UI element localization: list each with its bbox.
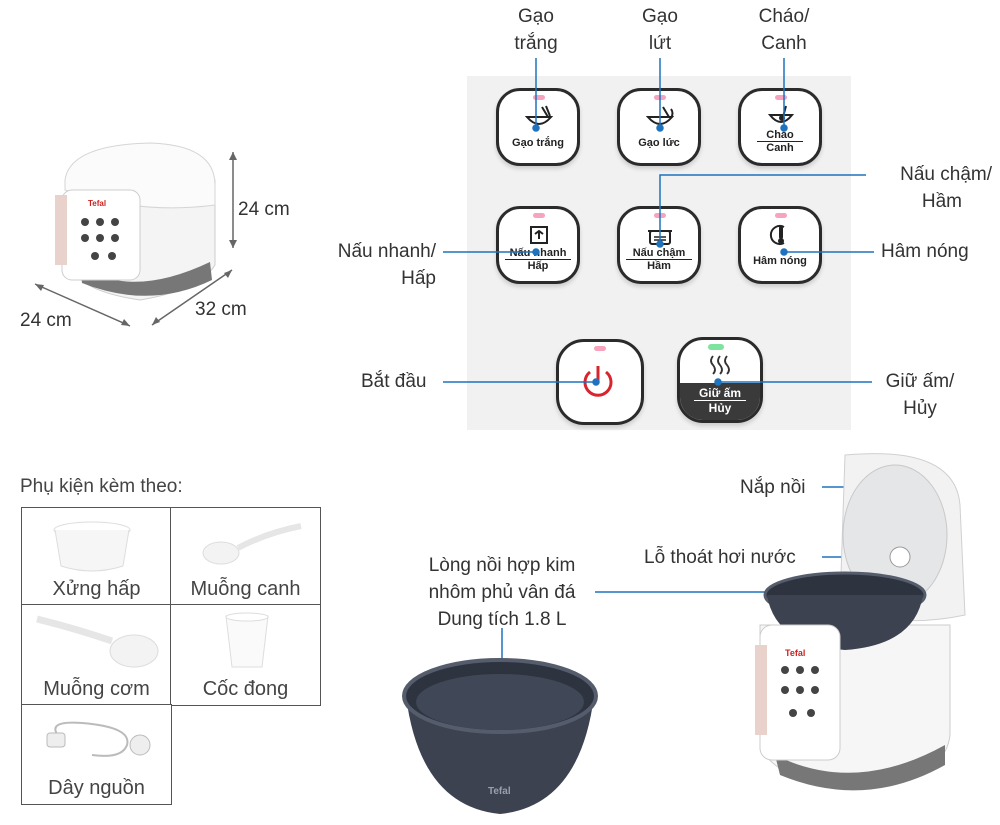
accessory-soup-ladle: Muỗng canh bbox=[170, 507, 321, 606]
steamer-icon bbox=[530, 226, 548, 244]
inner-pot-capacity: Dung tích 1.8 L bbox=[437, 609, 567, 630]
measuring-cup-icon bbox=[225, 612, 269, 668]
keep-warm-button-label-line2: Hủy bbox=[708, 401, 732, 415]
label-white-rice-line1: Gạo bbox=[518, 6, 554, 27]
accessories-title: Phụ kiện kèm theo: bbox=[20, 476, 183, 497]
label-slow-cook-line2: Hầm bbox=[921, 191, 962, 212]
slow-cook-button-label: Nấu chậm Hầm bbox=[620, 247, 698, 272]
porridge-button-label: Cháo Canh bbox=[741, 129, 819, 154]
quick-cook-button-label-line1: Nấu nhanh bbox=[505, 247, 571, 260]
slow-cook-button[interactable]: Nấu chậm Hầm bbox=[617, 206, 701, 284]
quick-cook-button-label: Nấu nhanh Hấp bbox=[499, 247, 577, 272]
inner-pot-line2: nhôm phủ vân đá bbox=[428, 582, 576, 603]
pot-steam-icon bbox=[648, 230, 672, 245]
quick-cook-button[interactable]: Nấu nhanh Hấp bbox=[496, 206, 580, 284]
accessory-name: Muỗng canh bbox=[190, 578, 301, 600]
start-button[interactable] bbox=[556, 339, 644, 425]
led-indicator bbox=[775, 95, 787, 100]
accessory-steamer-tray: Xửng hấp bbox=[21, 507, 172, 606]
led-indicator bbox=[654, 213, 666, 218]
label-slow-cook-line1: Nấu chậm/ bbox=[900, 164, 992, 185]
label-porridge-line2: Canh bbox=[761, 33, 807, 54]
label-keep-warm: Giữ ấm/ Hủy bbox=[880, 368, 960, 422]
label-brown-rice: Gạo lứt bbox=[630, 3, 690, 57]
brand-badge-small: Tefal bbox=[88, 199, 107, 208]
accessory-rice-paddle: Muỗng cơm bbox=[21, 604, 172, 706]
thermometer-icon bbox=[769, 225, 785, 245]
label-white-rice: Gạo trắng bbox=[506, 3, 566, 57]
accessory-name: Cốc đong bbox=[202, 678, 289, 700]
power-cord-icon bbox=[46, 721, 151, 757]
depth-dimension: 24 cm bbox=[20, 310, 72, 331]
label-brown-rice-line2: lứt bbox=[648, 33, 672, 54]
label-steam-vent: Lỗ thoát hơi nước bbox=[644, 547, 796, 568]
keep-warm-button-label-line1: Giữ ấm bbox=[694, 386, 746, 401]
brown-rice-button-label: Gạo lức bbox=[638, 137, 680, 149]
accessory-name: Xửng hấp bbox=[52, 578, 141, 600]
keep-warm-cancel-button[interactable]: Giữ ấm Hủy bbox=[677, 337, 763, 423]
led-indicator bbox=[533, 213, 545, 218]
slow-cook-button-label-line2: Hầm bbox=[647, 260, 671, 272]
label-quick-cook-line2: Hấp bbox=[401, 268, 436, 289]
brown-rice-button[interactable]: Gạo lức bbox=[617, 88, 701, 166]
soup-ladle-icon bbox=[767, 105, 795, 123]
rice-paddle-icon bbox=[36, 615, 159, 668]
white-rice-button-label: Gạo trắng bbox=[512, 137, 564, 149]
accessory-power-cord: Dây nguồn bbox=[21, 704, 172, 805]
label-keep-warm-line2: Hủy bbox=[903, 398, 937, 419]
quick-cook-button-label-line2: Hấp bbox=[527, 260, 549, 272]
label-quick-cook: Nấu nhanh/ Hấp bbox=[300, 238, 436, 292]
cooker-front-drawing bbox=[34, 142, 237, 327]
steamer-tray-icon bbox=[53, 521, 131, 572]
keep-warm-button-label: Giữ ấm Hủy bbox=[680, 383, 760, 420]
soup-ladle-icon bbox=[202, 523, 302, 565]
porridge-button[interactable]: Cháo Canh bbox=[738, 88, 822, 166]
label-porridge-line1: Cháo/ bbox=[758, 6, 810, 27]
label-brown-rice-line1: Gạo bbox=[642, 6, 678, 27]
porridge-button-label-line1: Cháo bbox=[757, 129, 803, 142]
accessory-measuring-cup: Cốc đong bbox=[170, 604, 321, 706]
width-dimension: 32 cm bbox=[195, 299, 247, 320]
label-quick-cook-line1: Nấu nhanh/ bbox=[337, 241, 436, 262]
label-slow-cook: Nấu chậm/ Hầm bbox=[870, 161, 992, 215]
label-porridge: Cháo/ Canh bbox=[744, 3, 824, 57]
heat-waves-icon bbox=[710, 355, 730, 375]
grain-bowl-icon bbox=[645, 106, 675, 125]
accessory-name: Dây nguồn bbox=[48, 777, 145, 799]
inner-pot-image bbox=[402, 658, 598, 814]
height-dimension: 24 cm bbox=[238, 199, 290, 220]
led-indicator bbox=[654, 95, 666, 100]
led-indicator bbox=[594, 346, 606, 351]
label-lid: Nắp nồi bbox=[740, 477, 806, 498]
inner-pot-brand: Tefal bbox=[488, 786, 511, 797]
reheat-button[interactable]: Hâm nóng bbox=[738, 206, 822, 284]
inner-pot-description: Lòng nồi hợp kim nhôm phủ vân đá Dung tí… bbox=[412, 552, 592, 633]
open-cooker-brand: Tefal bbox=[785, 648, 806, 658]
led-indicator bbox=[533, 95, 545, 100]
power-icon bbox=[583, 366, 613, 397]
led-indicator bbox=[708, 344, 724, 350]
label-start: Bắt đầu bbox=[361, 371, 427, 392]
accessory-name: Muỗng cơm bbox=[43, 678, 150, 700]
inner-pot-line1: Lòng nồi hợp kim bbox=[428, 555, 576, 576]
white-rice-button[interactable]: Gạo trắng bbox=[496, 88, 580, 166]
label-reheat: Hâm nóng bbox=[881, 241, 969, 262]
rice-bowl-icon bbox=[524, 105, 554, 125]
label-white-rice-line2: trắng bbox=[514, 33, 558, 54]
led-indicator bbox=[775, 213, 787, 218]
slow-cook-button-label-line1: Nấu chậm bbox=[626, 247, 692, 260]
open-cooker-image bbox=[755, 453, 966, 791]
label-keep-warm-line1: Giữ ấm/ bbox=[885, 371, 955, 392]
porridge-button-label-line2: Canh bbox=[766, 142, 794, 154]
reheat-button-label: Hâm nóng bbox=[753, 255, 807, 267]
